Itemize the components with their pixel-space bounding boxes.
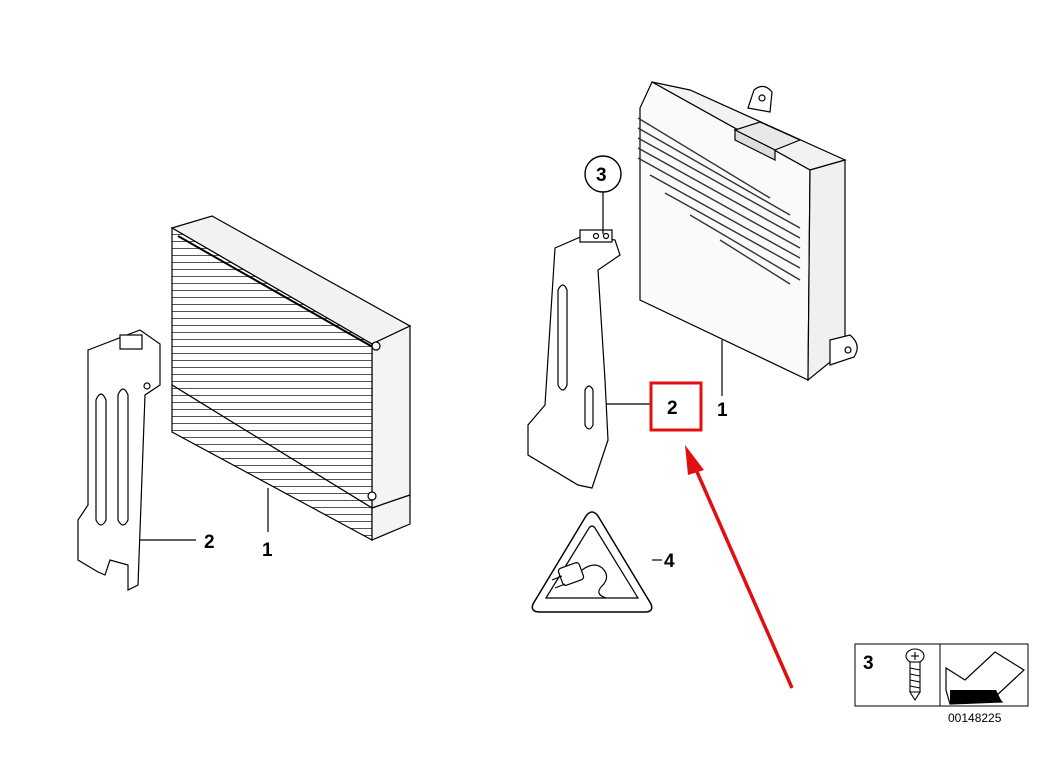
callout-3-right: 3 bbox=[596, 165, 607, 186]
callout-1-left: 1 bbox=[262, 540, 273, 561]
callout-2-right: 2 bbox=[667, 398, 678, 419]
plug-icon bbox=[551, 562, 608, 599]
left-bracket bbox=[77, 329, 161, 591]
orientation-arrow-icon bbox=[945, 651, 1025, 705]
callout-4: 4 bbox=[664, 551, 675, 572]
legend-box: 3 00148225 bbox=[854, 643, 1029, 725]
highlight-box bbox=[649, 381, 703, 432]
right-amplifier bbox=[637, 81, 858, 382]
red-arrow bbox=[685, 445, 794, 689]
callout-2-left: 2 bbox=[204, 532, 215, 553]
left-callouts: 2 1 bbox=[140, 488, 273, 561]
diagram-number: 00148225 bbox=[948, 711, 1002, 725]
screw-icon bbox=[905, 648, 925, 702]
left-amplifier bbox=[170, 215, 412, 542]
screw-callout-3: 3 bbox=[584, 155, 622, 234]
right-bracket bbox=[527, 229, 621, 489]
callout-1-right: 1 bbox=[717, 400, 728, 421]
right-callouts: 2 1 bbox=[606, 340, 728, 421]
warning-label: 4 bbox=[531, 511, 675, 613]
legend-item-number: 3 bbox=[863, 653, 874, 674]
